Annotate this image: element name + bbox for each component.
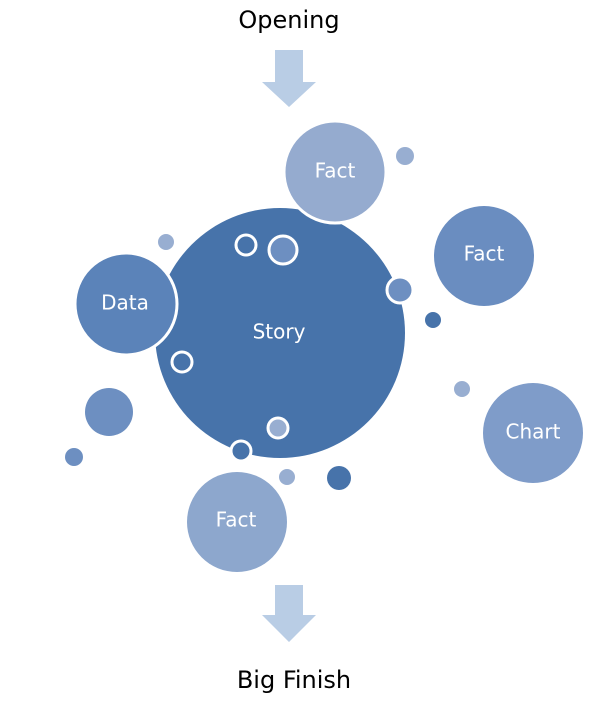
down-arrow-top-icon — [262, 50, 316, 107]
data-label: Data — [101, 291, 149, 315]
decor-dot — [85, 388, 133, 436]
ring-bubble — [266, 416, 290, 440]
big-finish-label: Big Finish — [237, 666, 351, 694]
decor-dot — [454, 381, 470, 397]
ring-bubble — [267, 234, 299, 266]
fact-top-bubble — [282, 119, 388, 225]
decor-dot — [425, 312, 441, 328]
ring-bubble — [234, 233, 258, 257]
chart-bubble — [483, 383, 583, 483]
fact-right-bubble — [434, 206, 534, 306]
ring-bubble — [229, 439, 253, 463]
fact-top-label: Fact — [315, 159, 356, 183]
decor-dot — [65, 448, 83, 466]
fact-right-label: Fact — [464, 242, 505, 266]
data-bubble — [73, 251, 179, 357]
fact-bottom-label: Fact — [216, 508, 257, 532]
decor-dot — [279, 469, 295, 485]
ring-bubble — [170, 350, 194, 374]
decor-dot — [327, 466, 351, 490]
fact-bottom-bubble — [187, 472, 287, 572]
story-label: Story — [253, 320, 306, 344]
decor-dot — [158, 234, 174, 250]
story-bubble — [155, 208, 405, 458]
chart-label: Chart — [506, 420, 561, 444]
opening-label: Opening — [238, 6, 339, 34]
down-arrow-bottom-icon — [262, 585, 316, 642]
decor-dot — [396, 147, 414, 165]
ring-bubble — [385, 275, 415, 305]
